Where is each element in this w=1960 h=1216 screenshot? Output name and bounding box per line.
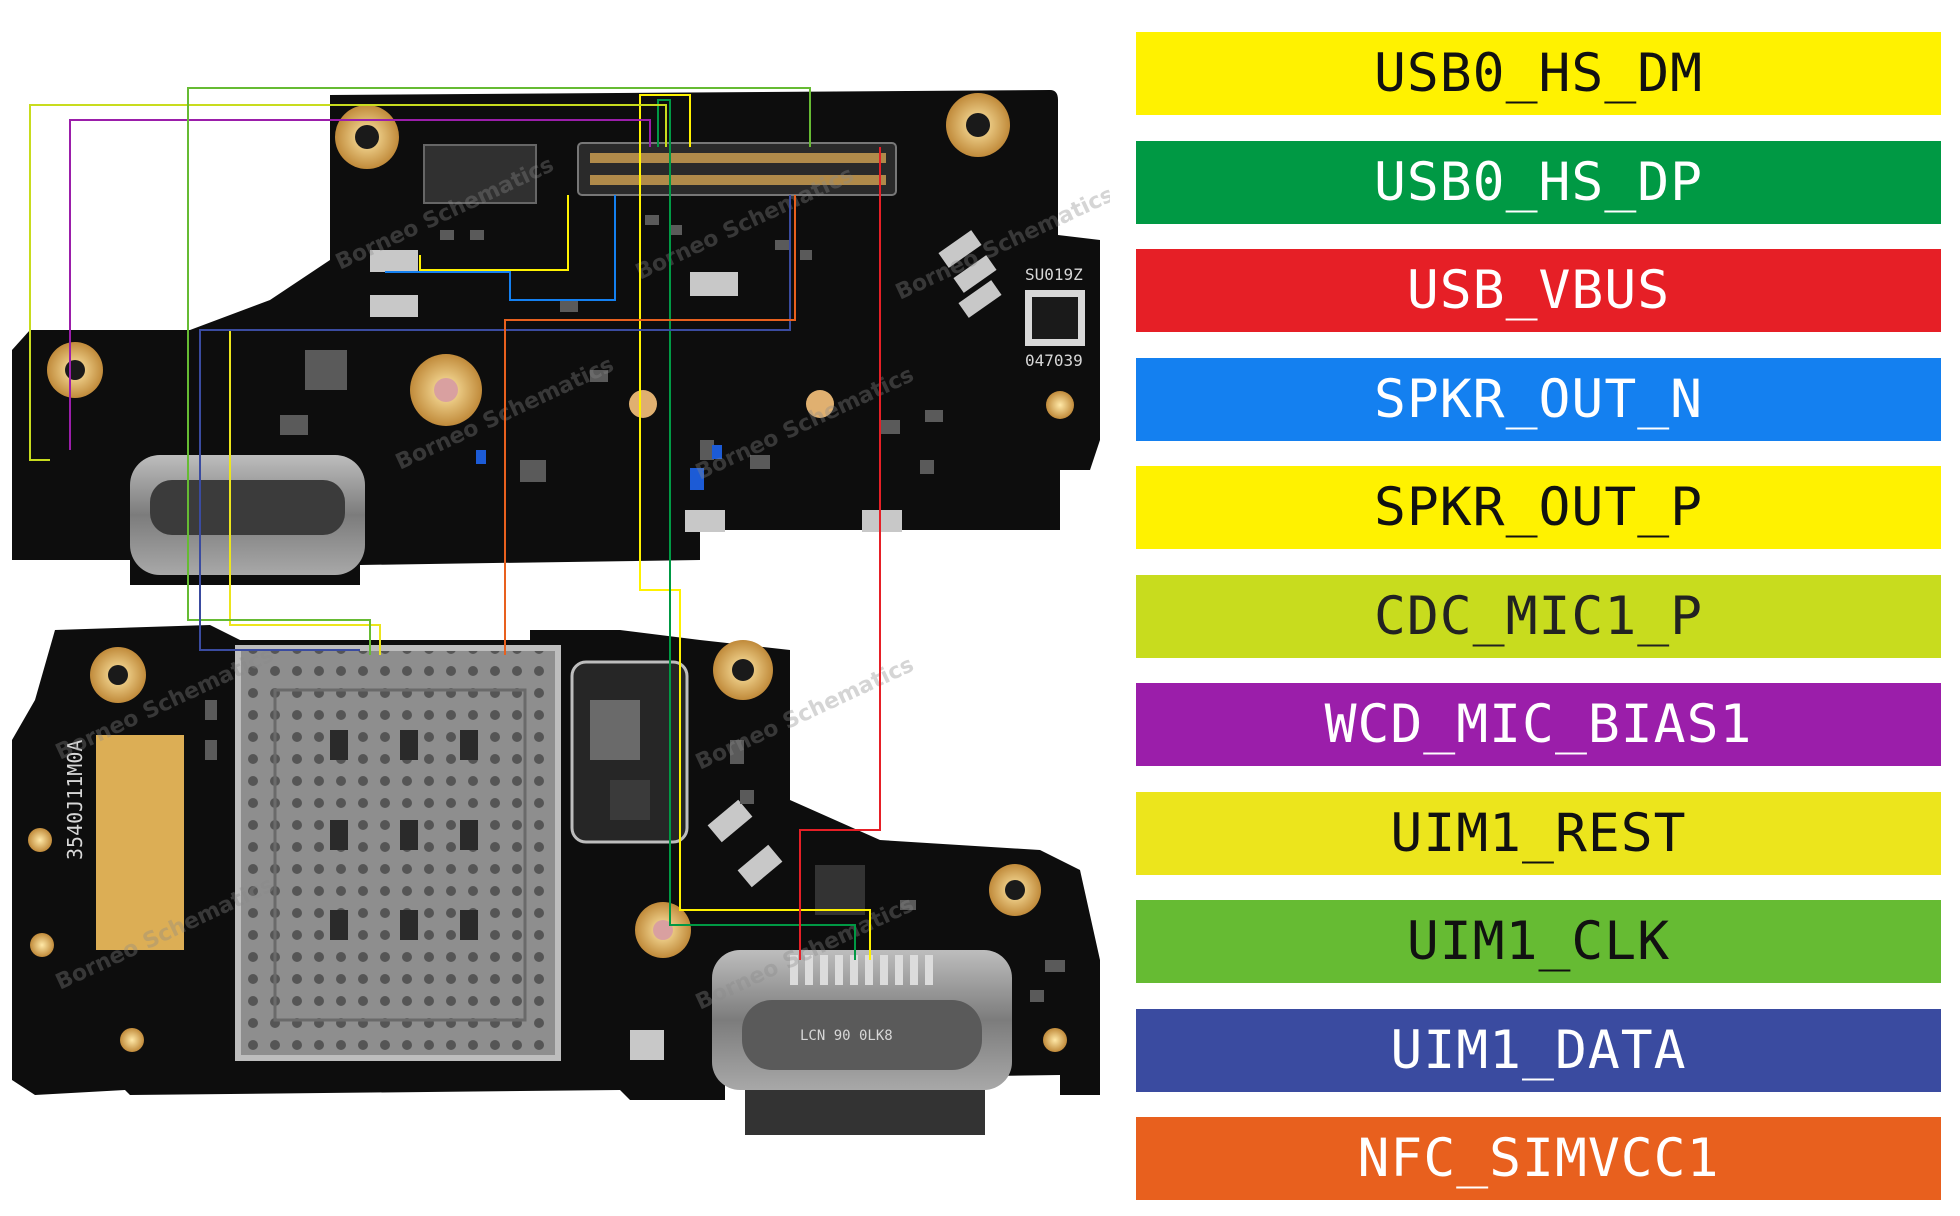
board-photo: SU019Z 047039 Borneo Schematics Borneo S… (12, 87, 1110, 1135)
ic-chip (815, 865, 865, 915)
trace-usb0-hs-dm (639, 94, 871, 960)
test-pad (1043, 1028, 1067, 1052)
board-marking-1: SU019Z (1025, 265, 1083, 284)
spring-contact (690, 272, 738, 296)
test-pad (28, 828, 52, 852)
legend-item: CDC_MIC1_P (1136, 574, 1941, 658)
usb-c-opening (150, 480, 345, 535)
top-board: SU019Z 047039 Borneo Schematics Borneo S… (12, 90, 1110, 585)
mount-hole-center (65, 360, 85, 380)
blue-caps (476, 445, 722, 490)
mount-hole-center (732, 659, 754, 681)
legend-label: NFC_SIMVCC1 (1357, 1128, 1720, 1189)
signal-legend: USB0_HS_DM USB0_HS_DP USB_VBUS SPKR_OUT_N SP… (1136, 0, 1948, 1216)
trace-spkr-out-p (419, 195, 569, 271)
inductor (610, 780, 650, 820)
power-ic (590, 700, 640, 760)
datamatrix-inner (1032, 297, 1078, 339)
bottom-board: 3540J11M0A LCN 90 0LK8 (12, 625, 1100, 1135)
spring-contact (707, 799, 753, 843)
smd-components-bottom (205, 700, 1065, 1002)
legend-label: UIM1_REST (1390, 802, 1687, 864)
mount-hole-center (1005, 880, 1025, 900)
test-pad (30, 933, 54, 957)
trace-spkr-out-n (385, 195, 616, 301)
sim-contacts (330, 730, 478, 940)
trace-usb-vbus (799, 147, 881, 960)
trace-usb0-hs-dp (657, 99, 856, 960)
btb-pins (590, 153, 886, 185)
spring-contact (737, 844, 783, 888)
trace-uim1-data (199, 195, 791, 651)
mount-hole-right (1046, 391, 1074, 419)
legend-item: UIM1_REST (1136, 791, 1941, 875)
legend-item: USB0_HS_DM (1136, 32, 1941, 115)
board-marking-bottom: 3540J11M0A (63, 740, 87, 860)
test-pad (120, 1028, 144, 1052)
spring-contact (630, 1030, 664, 1060)
sim-card-holder (235, 645, 561, 1061)
legend-label: SPKR_OUT_P (1373, 477, 1704, 538)
antenna-contact (629, 390, 657, 418)
flex-connector (423, 144, 537, 204)
legend-item: UIM1_CLK (1136, 900, 1941, 983)
mount-hole-center (653, 920, 673, 940)
usb-c-receptacle (745, 1090, 985, 1135)
legend-label: WCD_MIC_BIAS1 (1324, 694, 1753, 755)
usb-c-pins (790, 955, 933, 985)
legend-label: UIM1_DATA (1390, 1019, 1687, 1081)
legend-item: SPKR_OUT_N (1136, 357, 1941, 441)
legend-label: CDC_MIC1_P (1373, 585, 1704, 647)
legend-label: USB0_HS_DM (1373, 43, 1704, 104)
legend-label: SPKR_OUT_N (1373, 368, 1704, 430)
trace-cdc-mic1-p (29, 104, 667, 461)
pcb-diagram: SU019Z 047039 Borneo Schematics Borneo S… (12, 87, 1110, 1135)
spring-contact (938, 230, 982, 268)
board-marking-2: 047039 (1025, 351, 1083, 370)
connector-marking: LCN 90 0LK8 (800, 1028, 893, 1044)
legend-label: USB0_HS_DP (1373, 151, 1704, 213)
legend-label: UIM1_CLK (1406, 911, 1671, 972)
legend-label: USB_VBUS (1406, 260, 1671, 321)
gold-shield-pad (96, 735, 184, 950)
trace-uim1-clk (187, 87, 811, 655)
spring-contact (370, 250, 418, 272)
spring-contact (958, 280, 1002, 318)
trace-uim1-rest (229, 330, 381, 655)
smd-components-top (280, 215, 943, 482)
sim-holder-frame (273, 688, 527, 1022)
legend-item: UIM1_DATA (1136, 1008, 1941, 1092)
mount-hole-center (966, 113, 990, 137)
legend-item: SPKR_OUT_P (1136, 466, 1941, 549)
trace-wcd-mic-bias1 (69, 119, 651, 450)
spring-contact (862, 510, 902, 532)
trace-nfc-simvcc1 (504, 195, 796, 655)
legend-item: USB_VBUS (1136, 249, 1941, 332)
spring-contact (953, 255, 997, 293)
mount-hole-center (434, 378, 458, 402)
mount-hole-center (355, 125, 379, 149)
usb-c-opening (742, 1000, 982, 1070)
legend-item: USB0_HS_DP (1136, 140, 1941, 224)
legend-item: WCD_MIC_BIAS1 (1136, 683, 1941, 766)
signal-traces (29, 87, 881, 960)
spring-contact (685, 510, 725, 532)
antenna-contact (806, 390, 834, 418)
mount-hole-center (108, 665, 128, 685)
legend-item: NFC_SIMVCC1 (1136, 1117, 1941, 1200)
spring-contact (370, 295, 418, 317)
